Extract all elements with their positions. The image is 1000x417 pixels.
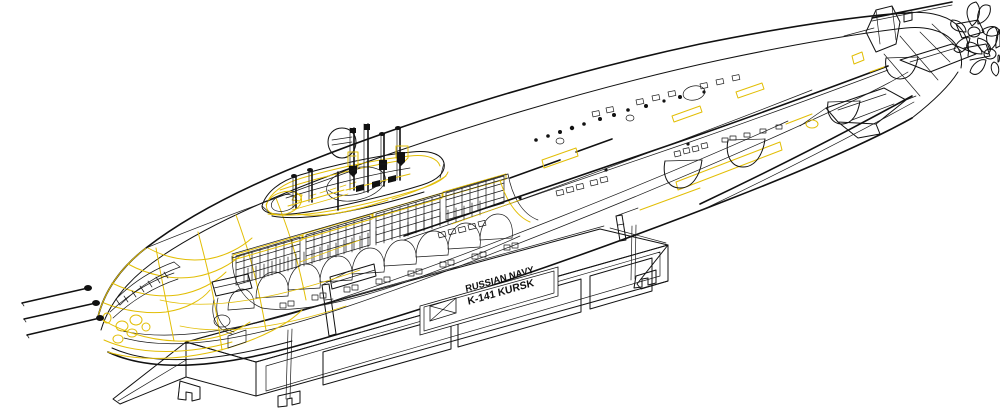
stern-section <box>883 11 969 119</box>
bow-torpedo-rods <box>21 285 104 339</box>
twin-screw-propellers <box>950 1 1000 77</box>
bow-dome <box>97 197 307 359</box>
forward-dive-planes <box>211 263 377 297</box>
conning-tower <box>261 151 449 219</box>
hull-transparent-casing <box>231 173 539 310</box>
display-stand-legs <box>112 224 669 408</box>
naval-ensign-saltire-icon <box>429 297 457 322</box>
horizontal-stern-planes <box>699 43 977 211</box>
vertical-rudder-fin <box>843 1 953 53</box>
granit-missile-tube-hatches <box>231 173 509 286</box>
aft-deck-detail <box>403 65 889 241</box>
hull-sonar-fairings <box>663 56 919 189</box>
periscope-and-mast-cluster <box>287 123 411 211</box>
hull-overlay-lines <box>145 89 813 331</box>
